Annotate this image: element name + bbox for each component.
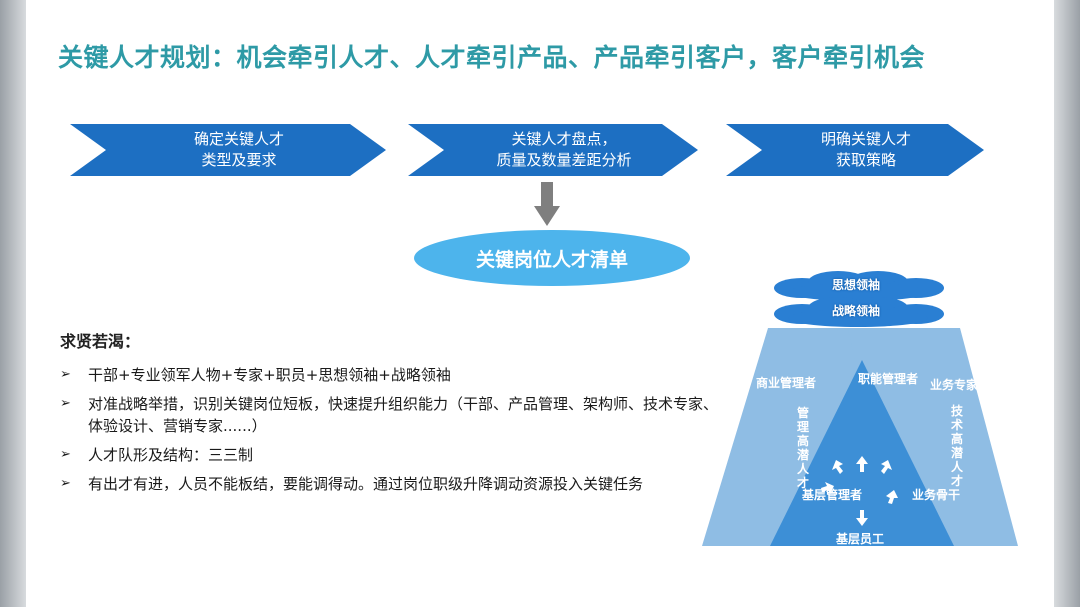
bullet-arrow-icon: ➢ <box>60 447 71 462</box>
key-position-talent-list: 关键岗位人才清单 <box>414 230 690 286</box>
label-commercial-manager: 商业管理者 <box>756 376 817 390</box>
process-step-3: 明确关键人才 获取策略 <box>726 124 984 176</box>
slide: 关键人才规划：机会牵引人才、人才牵引产品、产品牵引客户，客户牵引机会 确定关键人… <box>26 0 1054 607</box>
cloud-strategic-leader-shape <box>774 297 944 327</box>
label-business-expert: 业务专家 <box>930 378 979 392</box>
label-business-backbone: 业务骨干 <box>912 488 961 502</box>
list-item: ➢ 人才队形及结构：三三制 <box>60 444 720 466</box>
talent-structure-shapes <box>702 271 1018 546</box>
label-tech-potential: 技术高潜人才 <box>950 404 963 488</box>
cloud-thought-leader: 思想领袖 <box>832 278 881 292</box>
label-base-manager: 基层管理者 <box>802 488 863 502</box>
list-item-text: 有出才有进，人员不能板结，要能调得动。通过岗位职级升降调动资源投入关键任务 <box>88 475 644 493</box>
process-step-1-label: 确定关键人才 类型及要求 <box>193 130 284 169</box>
process-step-2: 关键人才盘点， 质量及数量差距分析 <box>408 124 698 176</box>
cloud-thought-leader-shape <box>774 271 944 301</box>
label-base-staff: 基层员工 <box>836 532 885 546</box>
rotation-arrows-icon <box>821 456 898 526</box>
list-item: ➢ 有出才有进，人员不能板结，要能调得动。通过岗位职级升降调动资源投入关键任务 <box>60 473 720 495</box>
down-arrow-icon <box>534 182 560 226</box>
backbone-triangle-shape <box>770 360 954 546</box>
slide-title: 关键人才规划：机会牵引人才、人才牵引产品、产品牵引客户，客户牵引机会 <box>58 43 926 72</box>
list-item-text: 对准战略举措，识别关键岗位短板，快速提升组织能力（干部、产品管理、架构师、技术专… <box>88 395 719 435</box>
label-management-potential: 管理高潜人才 <box>796 406 809 490</box>
key-position-talent-list-label: 关键岗位人才清单 <box>475 248 628 271</box>
window-left-edge <box>0 0 26 607</box>
process-step-2-label: 关键人才盘点， 质量及数量差距分析 <box>496 130 632 169</box>
chevron-shape <box>70 124 386 176</box>
list-item: ➢ 对准战略举措，识别关键岗位短板，快速提升组织能力（干部、产品管理、架构师、技… <box>60 393 720 437</box>
window-right-edge <box>1054 0 1080 607</box>
chevron-shape <box>726 124 984 176</box>
bullet-arrow-icon: ➢ <box>60 476 71 491</box>
chevron-shape <box>408 124 698 176</box>
list-item: ➢ 干部+专业领军人物+专家+职员+思想领袖+战略领袖 <box>60 364 720 386</box>
requirements-heading: 求贤若渴： <box>60 332 141 351</box>
label-functional-manager: 职能管理者 <box>858 372 919 386</box>
process-step-1: 确定关键人才 类型及要求 <box>70 124 386 176</box>
process-step-3-label: 明确关键人才 获取策略 <box>820 130 911 169</box>
requirements-list: ➢ 干部+专业领军人物+专家+职员+思想领袖+战略领袖 ➢ 对准战略举措，识别关… <box>60 364 720 502</box>
list-item-text: 人才队形及结构：三三制 <box>88 446 254 464</box>
list-item-text: 干部+专业领军人物+专家+职员+思想领袖+战略领袖 <box>88 366 451 384</box>
talent-structure-diagram: 思想领袖 战略领袖 商业管理者 职能管理者 业务专家 管理高潜人才 技术高潜人才… <box>698 268 1020 550</box>
bullet-arrow-icon: ➢ <box>60 396 71 411</box>
cloud-strategic-leader: 战略领袖 <box>832 304 881 318</box>
bullet-arrow-icon: ➢ <box>60 367 71 382</box>
